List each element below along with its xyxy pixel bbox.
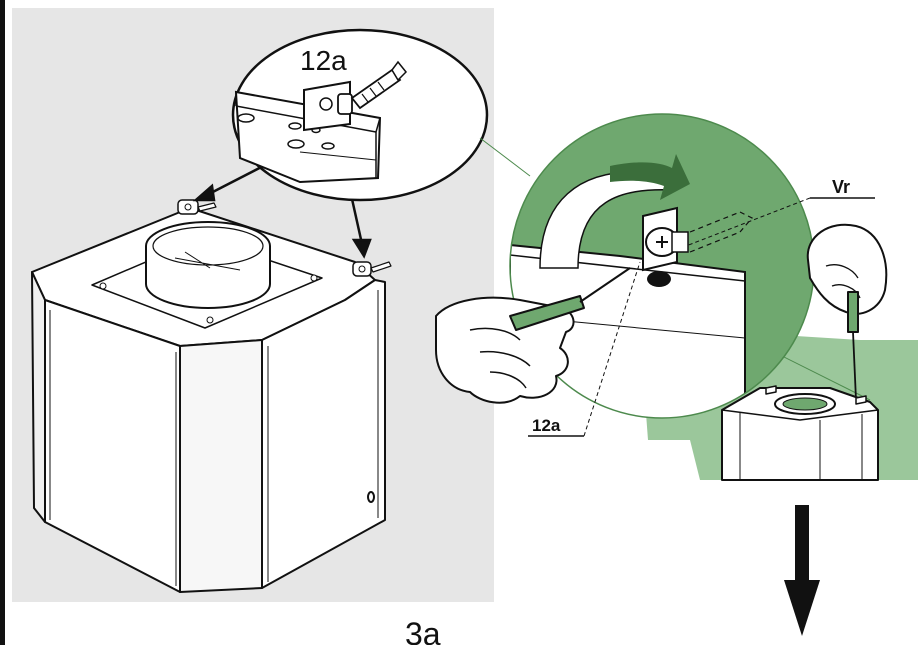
screw-ref-label: 12a: [532, 416, 561, 435]
figure-id: 3a: [405, 616, 441, 645]
left-border-bar: [0, 0, 5, 645]
hand-small: [806, 223, 888, 401]
screw-reference: 12a: [528, 261, 641, 437]
vr-reference: Vr: [685, 177, 875, 247]
hood-body: [31, 199, 392, 593]
detail-leader-line: [479, 137, 531, 177]
detail-callout-label: 12a: [300, 45, 347, 76]
down-arrow: [784, 505, 820, 636]
hand-with-screwdriver: [435, 267, 631, 404]
hood-small: [721, 385, 879, 481]
detail-callout-circle: 12a: [231, 28, 489, 202]
vr-label: Vr: [832, 177, 850, 197]
screw-detail-circle: [509, 113, 815, 419]
